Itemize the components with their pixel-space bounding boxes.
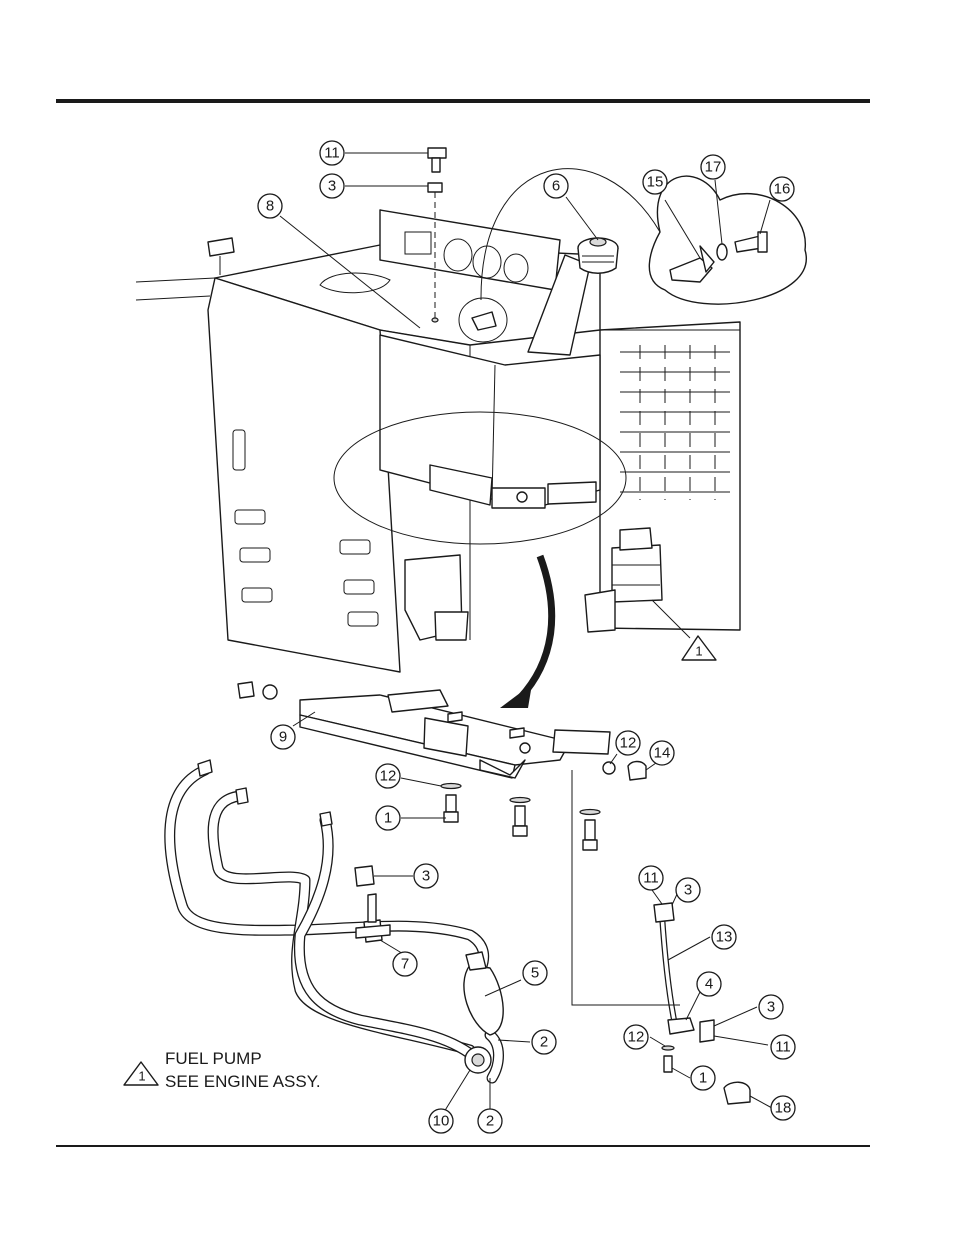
callout-3-low: 3 bbox=[759, 995, 783, 1019]
callout-2-a: 2 bbox=[532, 1030, 556, 1054]
svg-text:1: 1 bbox=[699, 1070, 707, 1087]
svg-text:12: 12 bbox=[380, 768, 397, 785]
mount-bolts bbox=[441, 784, 600, 851]
note-triangle-number: 1 bbox=[138, 1069, 145, 1084]
svg-text:6: 6 bbox=[552, 178, 560, 195]
callout-15: 15 bbox=[643, 170, 667, 194]
callout-12-right: 12 bbox=[616, 731, 640, 755]
svg-text:18: 18 bbox=[775, 1100, 792, 1117]
svg-text:7: 7 bbox=[401, 956, 409, 973]
note-line-2: SEE ENGINE ASSY. bbox=[165, 1072, 321, 1091]
note-line-1: FUEL PUMP bbox=[165, 1049, 262, 1068]
svg-text:15: 15 bbox=[647, 174, 664, 191]
svg-text:14: 14 bbox=[654, 745, 671, 762]
callout-9: 9 bbox=[271, 725, 295, 749]
svg-text:16: 16 bbox=[774, 181, 791, 198]
callout-17: 17 bbox=[701, 155, 725, 179]
callout-5: 5 bbox=[523, 961, 547, 985]
svg-text:3: 3 bbox=[767, 999, 775, 1016]
callout-1-low: 1 bbox=[691, 1066, 715, 1090]
callout-10: 10 bbox=[429, 1109, 453, 1133]
callout-11-line: 11 bbox=[639, 866, 663, 890]
callout-1-mid: 1 bbox=[376, 806, 400, 830]
fuel-pump-note: 1 FUEL PUMP SEE ENGINE ASSY. bbox=[124, 1049, 321, 1091]
bottom-rule bbox=[56, 1145, 870, 1147]
callout-11-top: 11 bbox=[320, 141, 344, 165]
callout-12-low: 12 bbox=[624, 1025, 648, 1049]
svg-text:13: 13 bbox=[716, 929, 733, 946]
svg-text:3: 3 bbox=[684, 882, 692, 899]
svg-text:11: 11 bbox=[775, 1039, 791, 1056]
svg-text:3: 3 bbox=[422, 868, 430, 885]
top-rule bbox=[56, 99, 870, 103]
callout-2-b: 2 bbox=[478, 1109, 502, 1133]
elbow-fitting bbox=[465, 1047, 491, 1073]
svg-text:10: 10 bbox=[433, 1113, 450, 1130]
svg-text:1: 1 bbox=[695, 644, 702, 659]
svg-text:2: 2 bbox=[486, 1113, 494, 1130]
svg-text:5: 5 bbox=[531, 965, 539, 982]
callout-6: 6 bbox=[544, 174, 568, 198]
callout-7: 7 bbox=[393, 952, 417, 976]
callout-12-mid: 12 bbox=[376, 764, 400, 788]
tank-mount-bracket bbox=[300, 690, 610, 778]
svg-text:4: 4 bbox=[705, 976, 713, 993]
svg-text:1: 1 bbox=[384, 810, 392, 827]
callout-3-top: 3 bbox=[320, 174, 344, 198]
svg-text:17: 17 bbox=[705, 159, 722, 176]
callout-13: 13 bbox=[712, 925, 736, 949]
svg-text:8: 8 bbox=[266, 198, 274, 215]
svg-text:12: 12 bbox=[628, 1029, 645, 1046]
filler-cap bbox=[578, 238, 618, 273]
svg-text:11: 11 bbox=[643, 870, 659, 887]
svg-text:12: 12 bbox=[620, 735, 637, 752]
callout-16: 16 bbox=[770, 177, 794, 201]
callout-8: 8 bbox=[258, 194, 282, 218]
svg-text:3: 3 bbox=[328, 178, 336, 195]
callout-11-low: 11 bbox=[771, 1035, 795, 1059]
tee-fitting bbox=[356, 894, 390, 942]
fitting-nut bbox=[355, 866, 374, 886]
callout-18: 18 bbox=[771, 1096, 795, 1120]
inline-fuel-filter bbox=[464, 952, 503, 1035]
direction-arrow bbox=[500, 556, 552, 708]
callout-14: 14 bbox=[650, 741, 674, 765]
svg-text:2: 2 bbox=[540, 1034, 548, 1051]
callout-3-mid: 3 bbox=[414, 864, 438, 888]
callout-4: 4 bbox=[697, 972, 721, 996]
svg-text:9: 9 bbox=[279, 729, 287, 746]
svg-text:11: 11 bbox=[324, 145, 340, 162]
callout-3-line: 3 bbox=[676, 878, 700, 902]
